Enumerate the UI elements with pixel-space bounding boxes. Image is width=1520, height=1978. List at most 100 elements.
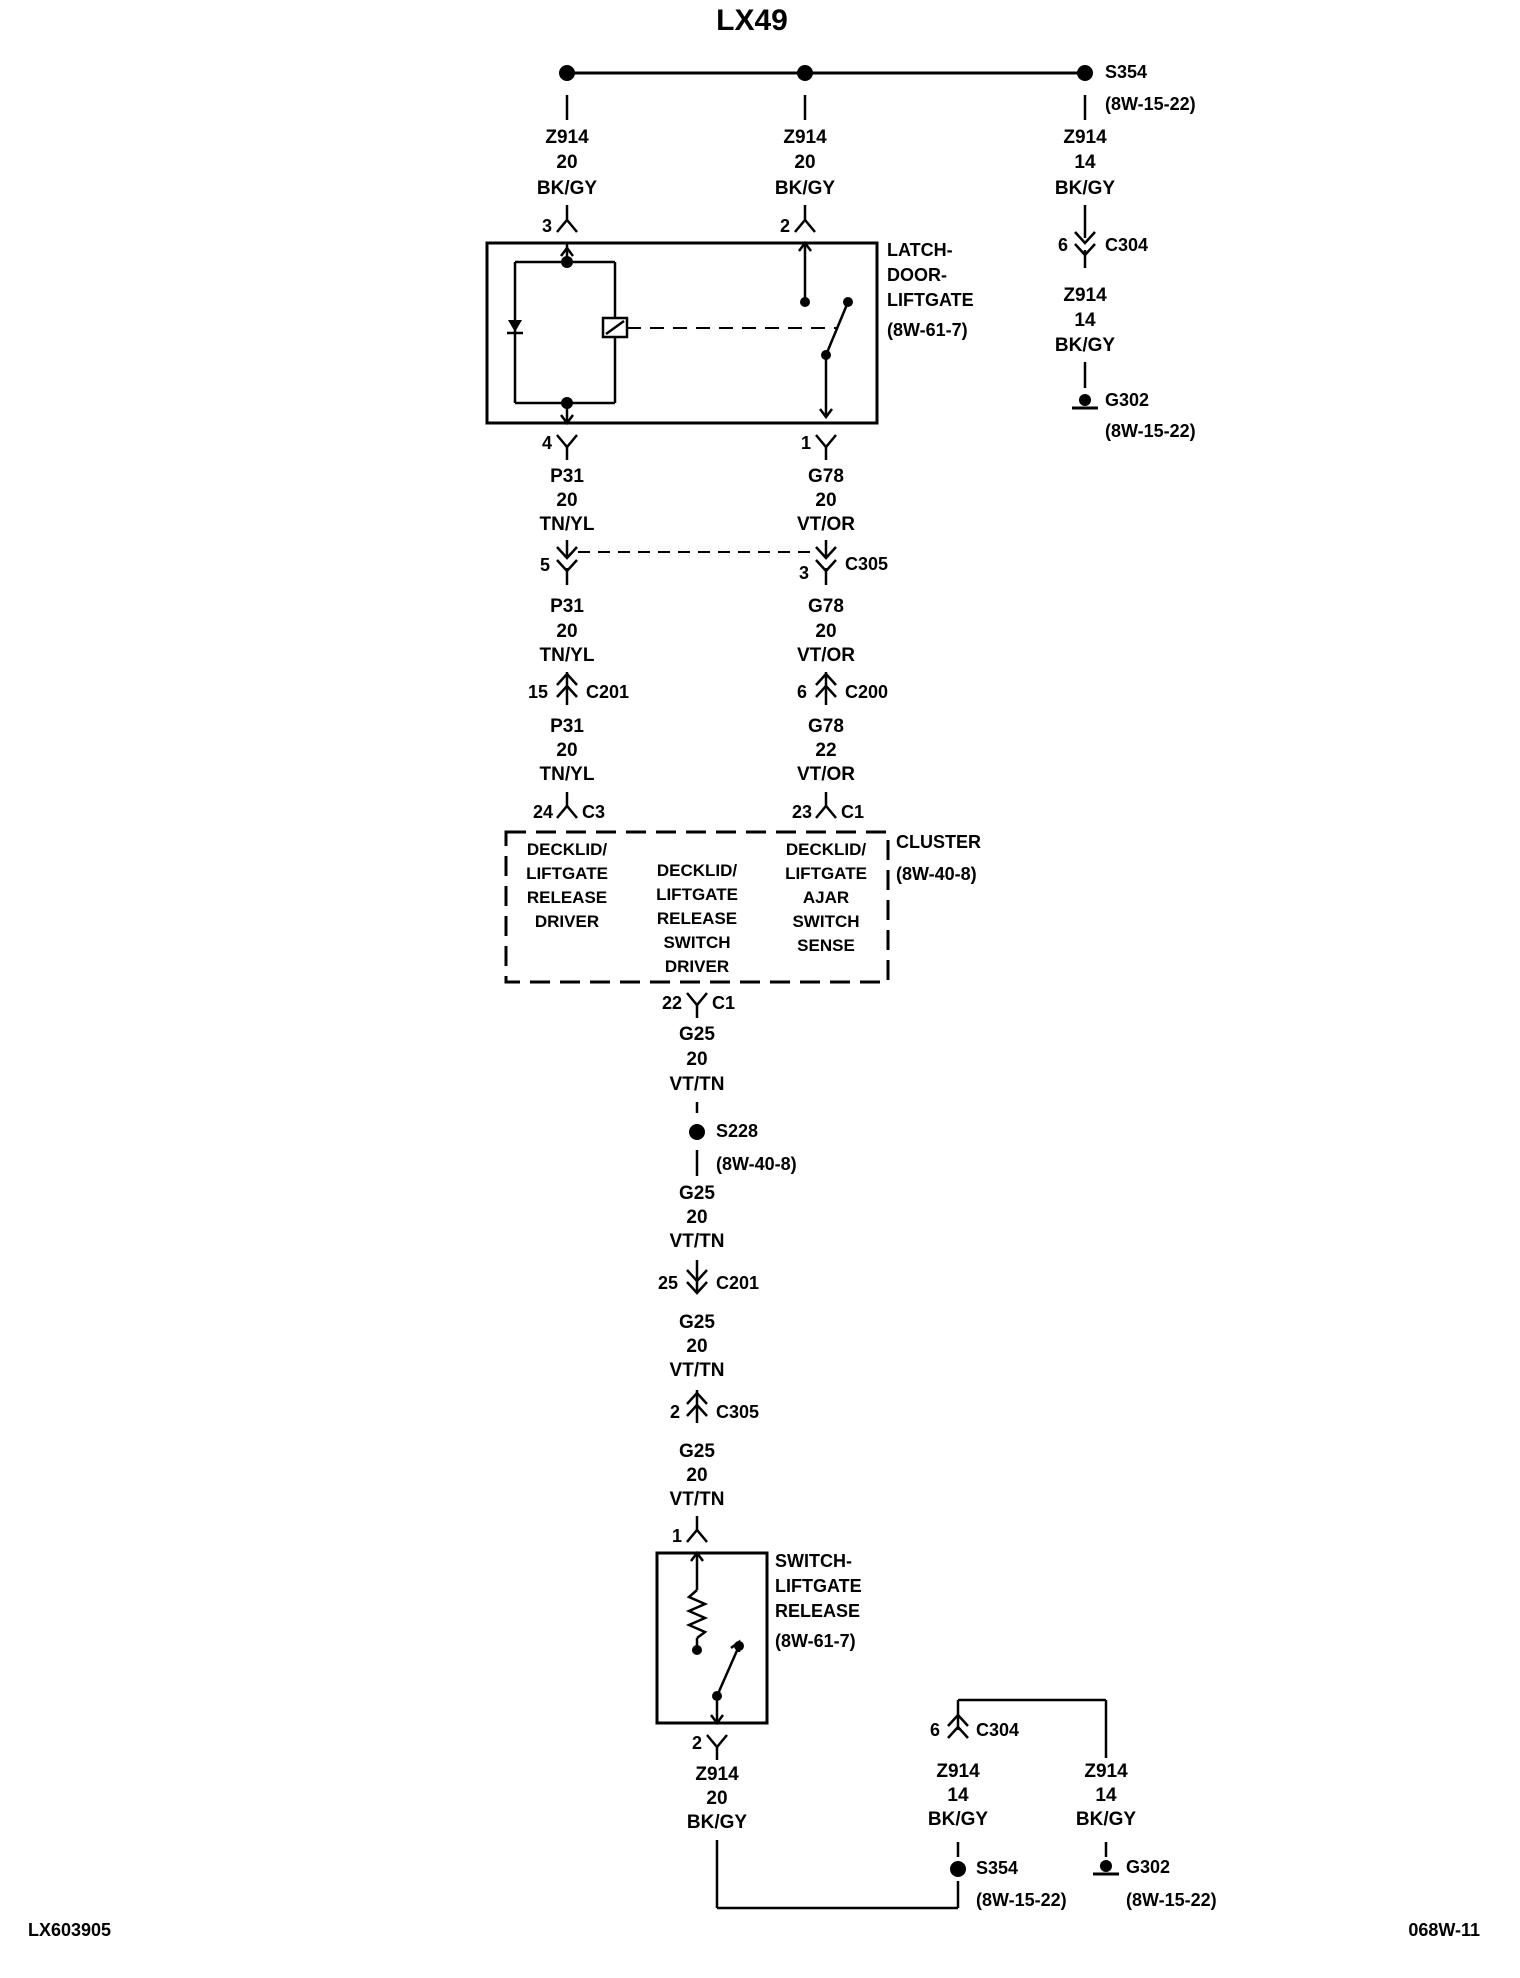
cluster-func-mid: DECKLID/ (657, 861, 738, 880)
switch-liftgate-release: 1 SWITCH- LIFTGATE RELEASE (8W-61-7) 2 (655, 1516, 862, 1760)
bottom-wire-right: Z914 14 BK/GY (1076, 1761, 1137, 1830)
wire-circuit: Z914 (545, 127, 589, 148)
top-wire-right: Z914 14 BK/GY (1055, 127, 1116, 199)
center-wire-g25-3: G25 20 VT/TN (670, 1312, 725, 1381)
wire-gauge: 14 (947, 1785, 969, 1806)
c1-label-in: C1 (841, 802, 864, 822)
splice-s354-label: S354 (1105, 62, 1147, 82)
wire-gauge: 20 (556, 621, 577, 642)
wire-color: BK/GY (687, 1812, 748, 1833)
latch-pin-1: 1 (801, 433, 811, 453)
c1-pin-out: 22 (662, 993, 682, 1013)
diagram-title: LX49 (716, 4, 788, 37)
wire-color: BK/GY (775, 178, 836, 199)
cluster-func-mid: DRIVER (665, 957, 729, 976)
wire-circuit: P31 (550, 466, 584, 487)
right-column-wire: Z914 14 BK/GY (1055, 285, 1116, 356)
wire-gauge: 20 (815, 490, 836, 511)
splice-dot-s354-bottom (950, 1861, 966, 1877)
switch-ref: (8W-61-7) (775, 1631, 856, 1651)
top-wire-left: Z914 20 BK/GY (537, 127, 598, 199)
switch-name-line: LIFTGATE (775, 1576, 862, 1596)
switch-box (655, 1551, 769, 1725)
c304-pin-bottom: 6 (930, 1720, 940, 1740)
wire-color: VT/TN (670, 1489, 725, 1510)
c201-center-connector (686, 1260, 708, 1295)
c305-pin-center: 2 (670, 1402, 680, 1422)
latch-name-line: LIFTGATE (887, 290, 974, 310)
splice-s354-ref: (8W-15-22) (1105, 94, 1196, 114)
wire-color: VT/OR (797, 514, 855, 535)
latch-pin-2: 2 (780, 216, 790, 236)
cluster-module: CLUSTER (8W-40-8) DECKLID/ LIFTGATE RELE… (504, 830, 981, 984)
wire-circuit: G25 (679, 1183, 715, 1204)
wire-gauge: 20 (794, 152, 815, 173)
cluster-func-mid: LIFTGATE (656, 885, 738, 904)
ground-g302-bottom-ref: (8W-15-22) (1126, 1890, 1217, 1910)
c200-pin: 6 (797, 682, 807, 702)
splice-dot-s228 (689, 1124, 705, 1140)
cluster-func-mid: SWITCH (663, 933, 730, 952)
wire-color: TN/YL (540, 764, 595, 785)
c305-label-center: C305 (716, 1402, 759, 1422)
wire-circuit: Z914 (1063, 285, 1107, 306)
wire-color: TN/YL (540, 645, 595, 666)
c305-pin-left: 5 (540, 555, 550, 575)
switch-pin-1: 1 (672, 1526, 682, 1546)
c201-pin-center: 25 (658, 1273, 678, 1293)
cluster-ref: (8W-40-8) (896, 864, 977, 884)
wire-circuit: Z914 (936, 1761, 980, 1782)
cluster-func-left: LIFTGATE (526, 864, 608, 883)
wire-circuit: Z914 (1084, 1761, 1128, 1782)
top-wire-middle: Z914 20 BK/GY (775, 127, 836, 199)
footer-left-code: LX603905 (28, 1920, 111, 1940)
cluster-func-mid: RELEASE (657, 909, 737, 928)
wire-circuit: P31 (550, 716, 584, 737)
wire-circuit: P31 (550, 596, 584, 617)
wire-color: BK/GY (537, 178, 598, 199)
cluster-func-right: SENSE (797, 936, 855, 955)
latch-pin-4: 4 (542, 433, 552, 453)
splice-dot (797, 65, 813, 81)
wire-circuit: G78 (808, 466, 844, 487)
wire-color: BK/GY (1076, 1809, 1137, 1830)
cluster-func-left: DECKLID/ (527, 840, 608, 859)
right-column-wiring (1074, 205, 1096, 388)
latch-name-line: LATCH- (887, 240, 953, 260)
c200-label: C200 (845, 682, 888, 702)
wire-color: BK/GY (1055, 178, 1116, 199)
cluster-func-right: DECKLID/ (786, 840, 867, 859)
wire-circuit: G78 (808, 596, 844, 617)
ground-g302-bottom-label: G302 (1126, 1857, 1170, 1877)
wire-color: VT/OR (797, 645, 855, 666)
splice-s228-ref: (8W-40-8) (716, 1154, 797, 1174)
wire-gauge: 22 (815, 740, 836, 761)
latch-box (485, 241, 879, 425)
splice-dot (559, 65, 575, 81)
cluster-name: CLUSTER (896, 832, 981, 852)
cluster-func-left: RELEASE (527, 888, 607, 907)
wire-gauge: 20 (815, 621, 836, 642)
c1-label-out: C1 (712, 993, 735, 1013)
cluster-output-connector (686, 992, 708, 1018)
splice-dot-s354 (1077, 65, 1093, 81)
wire-gauge: 14 (1074, 310, 1096, 331)
bottom-wire-left: Z914 14 BK/GY (928, 1761, 989, 1830)
wire-circuit: Z914 (695, 1764, 739, 1785)
wire-color: VT/TN (670, 1074, 725, 1095)
c3-pin: 24 (533, 802, 553, 822)
c201-c200-connectors (556, 672, 837, 705)
c304-label-bottom: C304 (976, 1720, 1019, 1740)
wire-circuit: Z914 (1063, 127, 1107, 148)
wire-gauge: 20 (556, 152, 577, 173)
wire-color: TN/YL (540, 514, 595, 535)
ground-g302-ref: (8W-15-22) (1105, 421, 1196, 441)
cluster-func-right: LIFTGATE (785, 864, 867, 883)
c305-label: C305 (845, 554, 888, 574)
wire-gauge: 20 (556, 740, 577, 761)
ground-g302-label: G302 (1105, 390, 1149, 410)
wire-color: VT/TN (670, 1231, 725, 1252)
c3-label: C3 (582, 802, 605, 822)
latch-pin-3: 3 (542, 216, 552, 236)
wire-circuit: Z914 (783, 127, 827, 148)
